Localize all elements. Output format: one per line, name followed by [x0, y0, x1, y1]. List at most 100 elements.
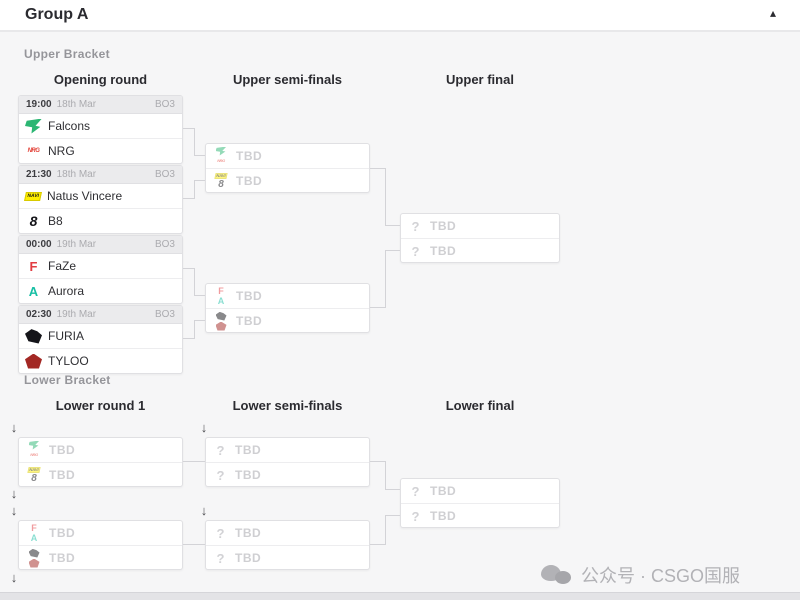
team-row-falcons[interactable]: Falcons	[19, 114, 182, 138]
candidate-logos: NAVI 8	[25, 467, 43, 483]
tyloo-logo-icon	[215, 321, 227, 331]
team-name: TYLOO	[48, 354, 89, 368]
match-card-upper-semifinal-2[interactable]: F A TBD TBD	[205, 283, 370, 333]
tbd-slot[interactable]: NRG TBD	[19, 438, 182, 462]
collapse-caret-icon[interactable]: ▴	[769, 6, 776, 20]
match-header: 00:00 19th Mar BO3	[19, 236, 182, 254]
tbd-slot[interactable]: TBD	[19, 545, 182, 570]
match-card-upper-final[interactable]: ? TBD ? TBD	[400, 213, 560, 263]
faze-logo-icon: F	[218, 285, 224, 296]
aurora-logo-icon: A	[28, 283, 39, 299]
tbd-slot[interactable]: F A TBD	[206, 284, 369, 308]
match-card-lower-final[interactable]: ? TBD ? TBD	[400, 478, 560, 528]
tbd-slot[interactable]: NAVI 8 TBD	[19, 462, 182, 487]
match-card-furia-tyloo[interactable]: 02:30 19th Mar BO3 FURIA TYLOO	[18, 305, 183, 374]
match-format: BO3	[154, 239, 175, 250]
candidate-logos: NRG	[212, 146, 230, 166]
connector-line	[385, 515, 400, 516]
connector-line	[385, 250, 400, 251]
b8-logo-icon: 8	[31, 472, 37, 484]
furia-logo-icon	[28, 548, 40, 558]
team-row-nrg[interactable]: NRG NRG	[19, 138, 182, 163]
tbd-label: TBD	[235, 443, 262, 457]
b8-logo-icon: 8	[29, 213, 38, 229]
tyloo-logo-icon	[25, 353, 42, 369]
column-header-lower-semifinals: Lower semi-finals	[232, 398, 343, 413]
match-card-upper-semifinal-1[interactable]: NRG TBD NAVI 8 TBD	[205, 143, 370, 193]
connector-line	[194, 128, 195, 156]
match-time: 21:30	[26, 169, 52, 180]
tbd-label: TBD	[236, 149, 263, 163]
match-format: BO3	[154, 309, 175, 320]
team-row-faze[interactable]: F FaZe	[19, 254, 182, 278]
tbd-slot[interactable]: ? TBD	[206, 438, 369, 462]
team-name: B8	[48, 214, 63, 228]
tbd-slot[interactable]: ? TBD	[401, 238, 559, 263]
connector-line	[183, 461, 205, 462]
connector-line	[183, 128, 195, 129]
connector-line	[385, 225, 400, 226]
candidate-logos: F A	[212, 285, 230, 306]
match-card-lower-round1-1[interactable]: NRG TBD NAVI 8 TBD	[18, 437, 183, 487]
connector-line	[370, 544, 386, 545]
question-mark-icon: ?	[216, 525, 225, 541]
connector-line	[194, 268, 195, 296]
upper-bracket-label: Upper Bracket	[24, 47, 110, 61]
tbd-slot[interactable]: NAVI 8 TBD	[206, 168, 369, 193]
team-name: Aurora	[48, 284, 85, 298]
match-card-falcons-nrg[interactable]: 19:00 18th Mar BO3 Falcons NRG NRG	[18, 95, 183, 164]
tbd-slot[interactable]: TBD	[206, 308, 369, 333]
tbd-slot[interactable]: ? TBD	[401, 214, 559, 238]
connector-line	[183, 268, 195, 269]
team-name: Falcons	[48, 119, 91, 133]
connector-line	[370, 168, 386, 169]
connector-line	[194, 155, 205, 156]
question-mark-icon: ?	[411, 218, 420, 234]
aurora-logo-icon: A	[217, 295, 225, 306]
furia-logo-icon	[215, 311, 227, 321]
connector-line	[194, 295, 205, 296]
candidate-logos: NRG	[25, 440, 43, 460]
connector-line	[385, 250, 386, 308]
aurora-logo-icon: A	[30, 532, 38, 543]
team-row-aurora[interactable]: A Aurora	[19, 278, 182, 303]
team-row-b8[interactable]: 8 B8	[19, 208, 182, 233]
tbd-slot[interactable]: ? TBD	[401, 503, 559, 528]
tbd-label: TBD	[236, 174, 263, 188]
drop-down-arrow-icon: ↓	[200, 420, 208, 435]
falcons-logo-icon	[215, 146, 227, 156]
candidate-logos	[25, 548, 43, 568]
match-date: 19th Mar	[56, 309, 97, 320]
group-title: Group A	[25, 6, 89, 23]
team-row-tyloo[interactable]: TYLOO	[19, 348, 182, 373]
connector-line	[194, 320, 195, 339]
drop-down-arrow-icon: ↓	[10, 503, 18, 518]
furia-logo-icon	[25, 329, 42, 344]
tbd-label: TBD	[49, 468, 76, 482]
match-card-lower-semifinal-1[interactable]: ? TBD ? TBD	[205, 437, 370, 487]
connector-line	[194, 180, 195, 199]
tbd-slot[interactable]: ? TBD	[206, 462, 369, 487]
connector-line	[183, 338, 195, 339]
navi-logo-icon: NAVI	[27, 467, 41, 473]
match-card-lower-round1-2[interactable]: F A TBD TBD	[18, 520, 183, 570]
tbd-slot[interactable]: ? TBD	[206, 545, 369, 570]
column-header-lower-round-1: Lower round 1	[55, 398, 146, 413]
tbd-slot[interactable]: NRG TBD	[206, 144, 369, 168]
connector-line	[183, 544, 205, 545]
match-header: 21:30 18th Mar BO3	[19, 166, 182, 184]
match-time: 00:00	[26, 239, 52, 250]
tbd-slot[interactable]: ? TBD	[206, 521, 369, 545]
team-row-navi[interactable]: NAVI Natus Vincere	[19, 184, 182, 208]
watermark: 公众号 · CSGO国服	[541, 560, 740, 590]
tbd-slot[interactable]: F A TBD	[19, 521, 182, 545]
match-card-navi-b8[interactable]: 21:30 18th Mar BO3 NAVI Natus Vincere 8 …	[18, 165, 183, 234]
column-header-lower-final: Lower final	[445, 398, 515, 413]
team-row-furia[interactable]: FURIA	[19, 324, 182, 348]
tbd-slot[interactable]: ? TBD	[401, 479, 559, 503]
group-header: Group A ▴	[0, 0, 800, 32]
match-card-faze-aurora[interactable]: 00:00 19th Mar BO3 F FaZe A Aurora	[18, 235, 183, 304]
drop-down-arrow-icon: ↓	[10, 486, 18, 501]
match-card-lower-semifinal-2[interactable]: ? TBD ? TBD	[205, 520, 370, 570]
